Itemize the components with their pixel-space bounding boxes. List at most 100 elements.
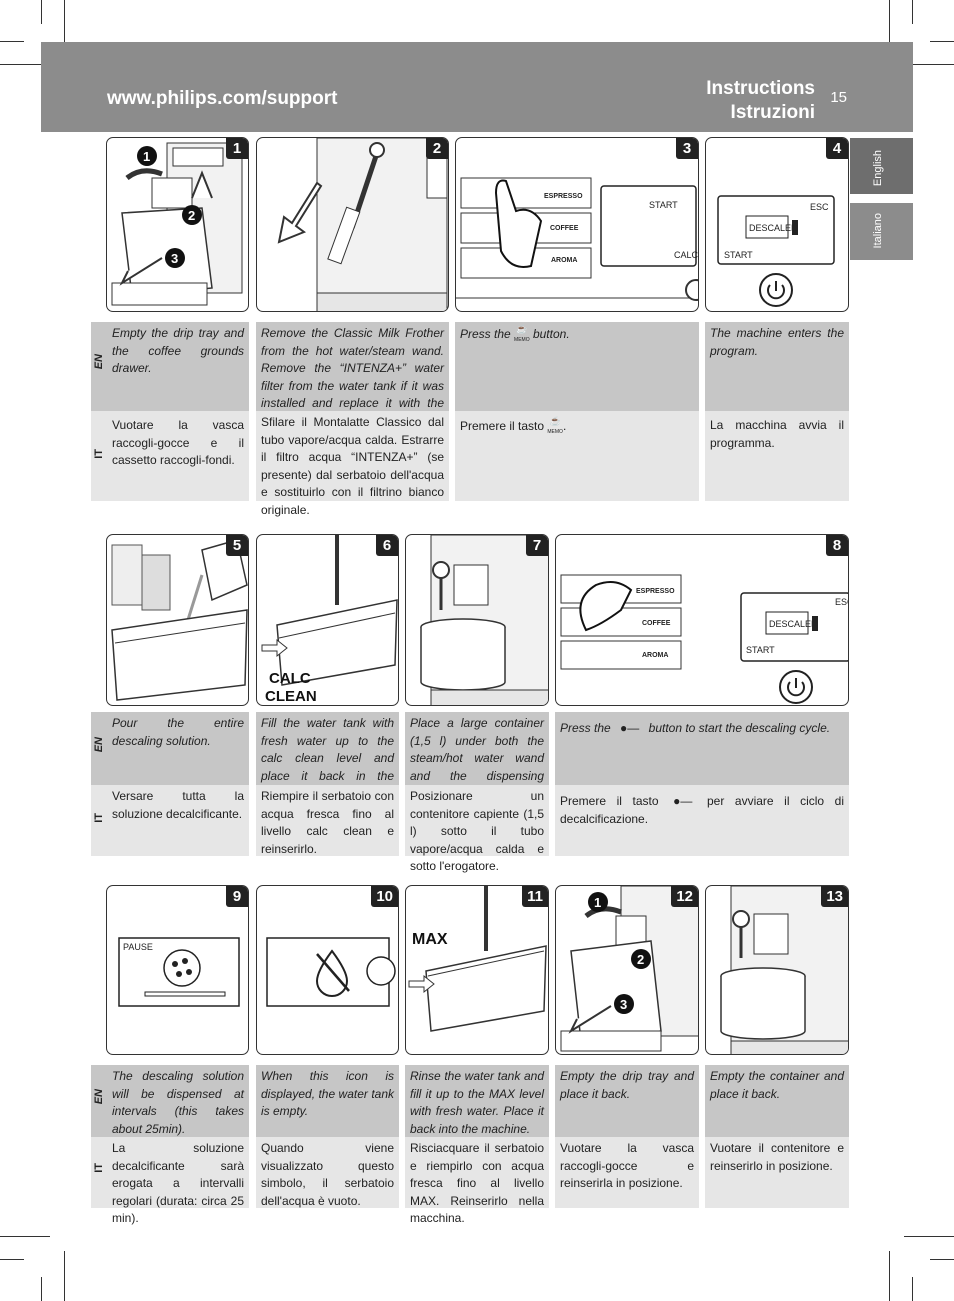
tab-english[interactable]: English: [850, 138, 913, 194]
page-number: 15: [830, 89, 847, 106]
pause-screen-drawing: PAUSE: [118, 937, 240, 1007]
step-10-text-en: When this icon is displayed, the water t…: [256, 1065, 399, 1137]
crop-mark: [912, 0, 913, 24]
lang-label-it: IT: [91, 411, 107, 501]
step-13-illustration: 13: [705, 885, 849, 1055]
step-3-illustration: ESPRESSO COFFEE AROMA START CALC 3: [455, 137, 699, 312]
drip-tray-removal-drawing: 1 2 3: [111, 142, 243, 306]
aroma-label: AROMA: [551, 257, 577, 264]
step-number: 3: [676, 138, 698, 159]
title-english: Instructions: [706, 78, 815, 99]
crop-mark: [0, 1259, 24, 1260]
step-number: 5: [226, 535, 248, 556]
tab-italiano[interactable]: Italiano: [850, 203, 913, 260]
step-9-text-it: La soluzione decalcificante sarà erogata…: [107, 1137, 249, 1225]
step-10-text-it: Quando viene visualizzato questo simbolo…: [256, 1137, 399, 1208]
crop-mark: [64, 0, 65, 50]
step-number: 7: [526, 535, 548, 556]
memo-icon: ☕MEMO: [547, 416, 563, 436]
step-1-text-en: Empty the drip tray and the coffee groun…: [107, 322, 249, 411]
step-5-text-en: Pour the entire descaling solution.: [107, 712, 249, 785]
lcd-descaler-label: DESCALER: [749, 223, 798, 233]
svg-text:2: 2: [188, 208, 195, 223]
step-9-text-en: The descaling solution will be dispensed…: [107, 1065, 249, 1137]
step-4-illustration: ESC DESCALER START 4: [705, 137, 849, 312]
crop-mark: [0, 1236, 50, 1237]
crop-mark: [64, 1251, 65, 1301]
step-number: 13: [821, 886, 848, 907]
title-italian: Istruzioni: [730, 102, 815, 123]
memo-button-press-drawing: ESPRESSO COFFEE AROMA START CALC: [456, 177, 698, 301]
step-6-text-it: Riempire il serbatoio con acqua fresca f…: [256, 785, 399, 856]
aroma-button-press-drawing: ESPRESSO COFFEE AROMA ESC DESCALER START: [560, 574, 849, 704]
crop-mark: [41, 0, 42, 24]
milk-frother-removal-drawing: [277, 138, 448, 311]
step-7-illustration: 7: [405, 534, 549, 706]
support-url[interactable]: www.philips.com/support: [107, 88, 338, 109]
lang-label-it: IT: [91, 1137, 107, 1208]
memo-icon: ☕MEMO: [514, 324, 530, 344]
step-number: 10: [371, 886, 398, 907]
crop-mark: [0, 41, 24, 42]
step-4-text-en: The machine enters the program.: [705, 322, 849, 411]
step-7-text-en: Place a large container (1,5 l) under bo…: [405, 712, 549, 800]
svg-text:2: 2: [637, 952, 644, 967]
container-placement-drawing: [420, 535, 548, 705]
lcd-pause-label: PAUSE: [123, 942, 153, 952]
step-13-text-en: Empty the container and place it back.: [705, 1065, 849, 1137]
container-replace-drawing: [720, 886, 848, 1054]
step-13-text-it: Vuotare il contenitore e reinserirlo in …: [705, 1137, 849, 1208]
svg-text:3: 3: [171, 251, 178, 266]
fill-max-drawing: MAX: [408, 886, 547, 1032]
step-5-illustration: 5: [106, 534, 249, 706]
step-number: 11: [522, 886, 548, 907]
crop-mark: [889, 0, 890, 50]
step-1-illustration: 1 2 3 1: [106, 137, 249, 312]
step-9-illustration: PAUSE 9: [106, 885, 249, 1055]
step-12-illustration: 1 2 3 12: [555, 885, 699, 1055]
pour-descaler-drawing: [111, 539, 248, 701]
espresso-label: ESPRESSO: [544, 193, 583, 200]
tab-italiano-label: Italiano: [872, 213, 884, 249]
step-2-text-en: Remove the Classic Milk Frother from the…: [256, 322, 449, 428]
step-8-text-en: Press the ●― button to start the descali…: [555, 712, 849, 785]
step-number: 12: [671, 886, 698, 907]
step-3-text-en: Press the ☕MEMO button.: [455, 322, 699, 411]
crop-mark: [41, 1277, 42, 1301]
crop-mark: [930, 1259, 954, 1260]
svg-text:1: 1: [143, 149, 150, 164]
lcd-start-label: START: [649, 200, 678, 210]
coffee-label: COFFEE: [550, 225, 579, 232]
fill-calc-clean-drawing: CALC CLEAN: [261, 535, 398, 705]
crop-mark: [904, 1236, 954, 1237]
espresso-label: ESPRESSO: [636, 588, 675, 595]
lcd-start-label: START: [746, 645, 775, 655]
step-11-illustration: MAX 11: [405, 885, 549, 1055]
step-number: 8: [826, 535, 848, 556]
step-2-illustration: 2: [256, 137, 449, 312]
crop-mark: [912, 1277, 913, 1301]
aroma-bean-icon: ●―: [673, 794, 693, 808]
lang-label-en: EN: [91, 1065, 107, 1137]
step-8-illustration: ESPRESSO COFFEE AROMA ESC DESCALER START…: [555, 534, 849, 706]
step-6-text-en: Fill the water tank with fresh water up …: [256, 712, 399, 800]
step-number: 9: [226, 886, 248, 907]
aroma-bean-icon: ●―: [620, 721, 640, 735]
step-number: 1: [226, 138, 248, 159]
lcd-esc-label: ESC: [835, 597, 849, 607]
svg-text:1: 1: [594, 895, 601, 910]
step-number: 6: [376, 535, 398, 556]
lang-label-en: EN: [91, 712, 107, 785]
step-2-text-it: Sfilare il Montalatte Classico dal tubo …: [256, 411, 449, 517]
step-3-text-it: Premere il tasto ☕MEMO.: [455, 411, 699, 501]
step-12-text-en: Empty the drip tray and place it back.: [555, 1065, 699, 1137]
empty-tank-screen-drawing: [266, 937, 396, 1007]
aroma-label: AROMA: [642, 652, 668, 659]
lcd-descaler-label: DESCALER: [769, 619, 818, 629]
step-4-text-it: La macchina avvia il programma.: [705, 411, 849, 501]
crop-mark: [904, 64, 954, 65]
step-number: 4: [826, 138, 848, 159]
step-12-text-it: Vuotare la vasca raccogli-gocce e reinse…: [555, 1137, 699, 1208]
svg-text:3: 3: [620, 997, 627, 1012]
crop-mark: [0, 64, 50, 65]
